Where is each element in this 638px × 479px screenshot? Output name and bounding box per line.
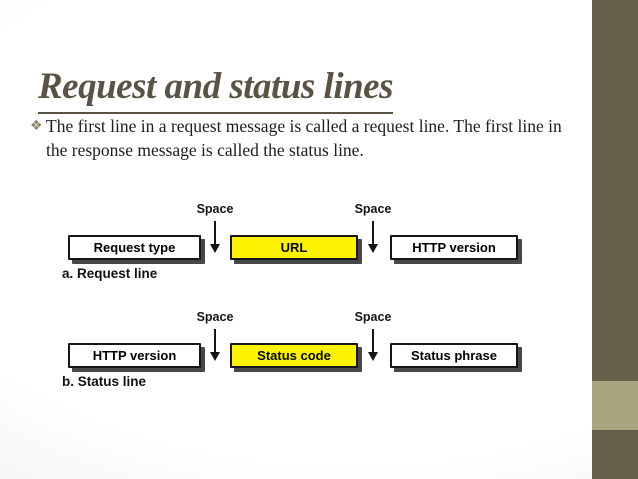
bullet-paragraph: ❖ The first line in a request message is… bbox=[30, 115, 575, 163]
status-line-diagram: Space Space HTTP version Status code Sta… bbox=[0, 310, 638, 410]
arrow-head bbox=[210, 244, 220, 253]
space-label: Space bbox=[354, 202, 392, 216]
diamond-bullet-icon: ❖ bbox=[30, 118, 43, 134]
arrow-shaft bbox=[214, 221, 216, 244]
slide-title: Request and status lines bbox=[38, 65, 394, 115]
arrow-head bbox=[368, 244, 378, 253]
diagram-box-http-version: HTTP version bbox=[68, 343, 201, 368]
right-accent-bar-light-segment bbox=[592, 381, 638, 430]
arrow-head bbox=[210, 352, 220, 361]
space-label: Space bbox=[196, 202, 234, 216]
box-label: Request type bbox=[93, 240, 176, 255]
box-label: URL bbox=[280, 240, 308, 255]
arrow-head bbox=[368, 352, 378, 361]
arrow-shaft bbox=[372, 329, 374, 352]
request-line-diagram: Space Space Request type URL HTTP versio… bbox=[0, 202, 638, 302]
diagram-box-request-type: Request type bbox=[68, 235, 201, 260]
arrow-shaft bbox=[214, 329, 216, 352]
diagram-caption: a. Request line bbox=[62, 266, 158, 281]
arrow-shaft bbox=[372, 221, 374, 244]
box-label: HTTP version bbox=[92, 348, 177, 363]
diagram-box-http-version: HTTP version bbox=[390, 235, 518, 260]
diagram-box-url: URL bbox=[230, 235, 358, 260]
space-label: Space bbox=[354, 310, 392, 324]
box-label: HTTP version bbox=[412, 240, 496, 255]
bullet-text: The first line in a request message is c… bbox=[46, 116, 562, 160]
box-label: Status phrase bbox=[411, 348, 497, 363]
diagram-box-status-phrase: Status phrase bbox=[390, 343, 518, 368]
box-label: Status code bbox=[257, 348, 331, 363]
space-label: Space bbox=[196, 310, 234, 324]
diagram-box-status-code: Status code bbox=[230, 343, 358, 368]
diagram-caption: b. Status line bbox=[62, 374, 147, 389]
